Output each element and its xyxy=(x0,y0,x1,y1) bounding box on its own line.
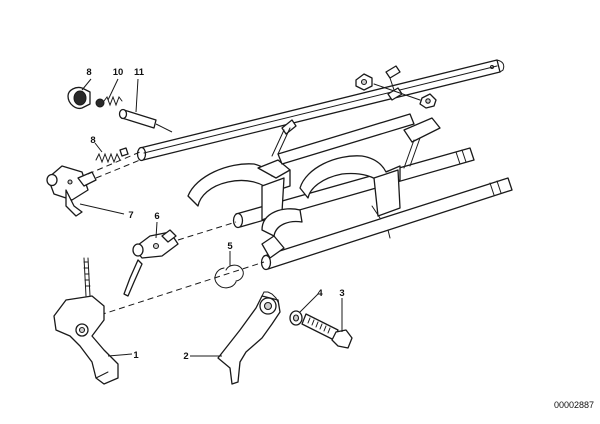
selector-block-part-7 xyxy=(46,159,141,217)
circlip-part-5 xyxy=(214,264,244,289)
spring-part-10 xyxy=(95,95,123,108)
callout-8-lower: 8 xyxy=(90,135,95,146)
interlock-plate xyxy=(277,113,415,165)
spring-part-8b xyxy=(95,147,129,164)
callout-7: 7 xyxy=(128,210,133,221)
bolt-part-3 xyxy=(301,313,353,349)
assembly-guide-lines xyxy=(87,151,265,316)
callout-2: 2 xyxy=(183,351,188,362)
washer-part-4 xyxy=(289,310,303,326)
plug-part-8 xyxy=(67,86,91,110)
pin-part-11 xyxy=(118,108,173,133)
shift-fork-lower xyxy=(261,208,303,259)
callout-5: 5 xyxy=(227,241,233,252)
callout-4: 4 xyxy=(317,288,323,299)
shift-rod-top xyxy=(136,59,505,162)
callout-1: 1 xyxy=(133,350,139,361)
lever-part-2 xyxy=(217,291,281,385)
shift-rod-middle xyxy=(232,147,475,229)
shift-rod-lower xyxy=(260,177,513,271)
callout-11: 11 xyxy=(134,67,145,78)
nut-top-right xyxy=(355,65,437,109)
callout-labels: 8 10 11 8 7 6 5 1 2 3 4 xyxy=(86,67,344,362)
callout-8-top: 8 xyxy=(86,67,91,78)
document-number: 00002887 xyxy=(554,400,594,410)
shift-dog-part-6 xyxy=(123,221,237,297)
shift-fork-right xyxy=(299,117,441,219)
callout-6: 6 xyxy=(154,211,159,222)
callout-leaders xyxy=(79,78,343,357)
callout-3: 3 xyxy=(339,288,344,299)
callout-10: 10 xyxy=(113,67,124,78)
shift-lever-part-1 xyxy=(53,257,119,385)
